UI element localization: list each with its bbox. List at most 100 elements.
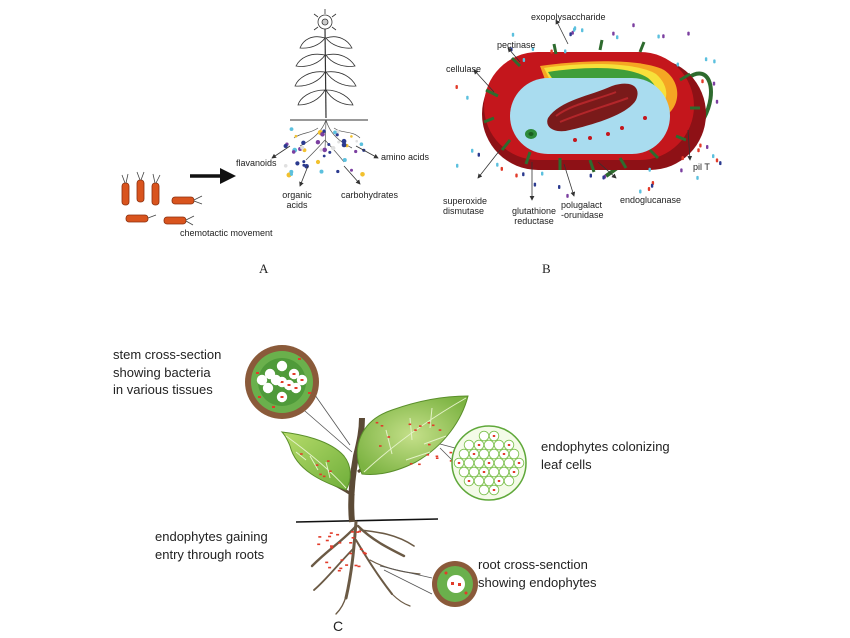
enzyme-dot [648,167,651,172]
leaf-cell [503,457,515,469]
root-endophyte [339,567,343,570]
leaf-endophyte [380,425,384,427]
leaf-endophyte [438,429,442,431]
exudate-dot [320,132,325,137]
leaf-cell-endophyte [507,444,511,446]
exudate-dot [301,140,306,145]
enzyme-dot [456,163,459,168]
leaf-endophyte [319,473,322,476]
enzyme-dot [715,99,719,104]
label-organic-acids: organic acids [282,190,312,211]
stem-endophyte [298,358,301,360]
root-endophyte [330,545,333,547]
enzyme-dot [647,187,651,191]
leaf-cell [463,439,475,451]
roots [310,520,421,615]
leaf-cell [493,457,505,469]
label-glutathione-reductase: glutathione reductase [511,206,557,227]
bacteria-group [121,171,203,226]
leaf-cell [493,439,505,451]
leaf-endophyte [329,470,332,472]
enzyme-dot [581,28,584,33]
exudate-dot [337,140,341,144]
enzyme-dot [533,182,537,187]
stem-cell [262,382,274,394]
leaf-cell [508,448,520,460]
chemotaxis-arrow [220,168,236,184]
enzyme-dot [701,79,704,84]
exudate-dot [322,147,328,153]
root-endophyte [338,542,342,544]
leaf-endophyte [315,464,319,466]
enzyme-dot [696,175,699,180]
exudate-dot [289,127,294,131]
exudate-dot [331,145,336,151]
enzyme-dot [632,23,635,28]
exudate-dot [333,130,337,135]
enzyme-dot [699,143,702,148]
root-endophyte [340,559,344,561]
enzyme-dot [496,162,499,167]
leaf-cell [478,484,490,496]
exudate-dot [342,158,347,162]
enzyme-dot [550,49,553,54]
exudate-dot [302,160,306,164]
label-pil-t: pil T [693,162,710,172]
leaf-endophyte [375,421,379,424]
root-endophyte [357,565,361,568]
enzyme-dot [681,156,684,161]
stem-endophyte [300,379,304,381]
root-endophyte [351,531,354,533]
exudate-dot [315,140,321,145]
root-endophyte [349,542,353,544]
leaf-cell [488,466,500,478]
exudate-dot [335,133,339,137]
exudate-dot [341,138,347,144]
leaf-cell [498,466,510,478]
enzyme-dot [471,148,474,153]
exudate-dot [350,135,353,138]
root-endophyte [328,535,332,538]
exudate-dot [335,129,340,134]
leaf-endophyte [414,429,417,431]
enzyme-dot [712,154,715,159]
label-pectinase: pectinase [497,40,536,50]
enzyme-dot [522,58,526,62]
exudate-dot [327,143,331,146]
label-chemotactic-movement: chemotactic movement [180,228,273,238]
enzyme-dot [531,47,535,51]
nucleoid [547,83,638,132]
right-leaf [357,395,469,475]
leaf-endophytes [300,421,453,478]
stem-cell [270,374,282,386]
enzyme-dot [719,161,722,166]
exudate-dot [295,161,300,166]
enzyme-dot [706,145,709,149]
enzyme-dot [558,185,561,189]
leaf-cell-endophyte [497,480,501,482]
panel-c-illustration [245,345,527,615]
leaf-cell [458,448,470,460]
label-stem-cross-section: stem cross-section showing bacteria in v… [113,347,222,398]
leaf-cell [463,457,475,469]
leaf-cell-endophyte [492,489,496,491]
label-exopolysaccharide: exopolysaccharide [531,12,606,22]
soil-line [295,518,439,523]
root-endophyte [349,552,353,555]
label-cellulase: cellulase [446,64,482,74]
leaf-cell [483,475,495,487]
enzyme-dot [662,34,665,39]
enzyme-dot [602,175,605,180]
leaf-cell-endophyte [487,462,491,464]
leaf-endophyte [435,455,439,458]
root-endophyte [328,566,332,569]
stem-endophyte [292,373,296,375]
exudate-dot [336,169,340,174]
label-carbohydrates: carbohydrates [341,190,399,200]
root-endophyte [363,552,367,555]
exudate-dot [360,172,365,177]
stem-endophyte [294,387,298,389]
exudate-dot [328,150,332,154]
leaf-endophyte [409,463,413,465]
exudate-dot [283,164,288,168]
